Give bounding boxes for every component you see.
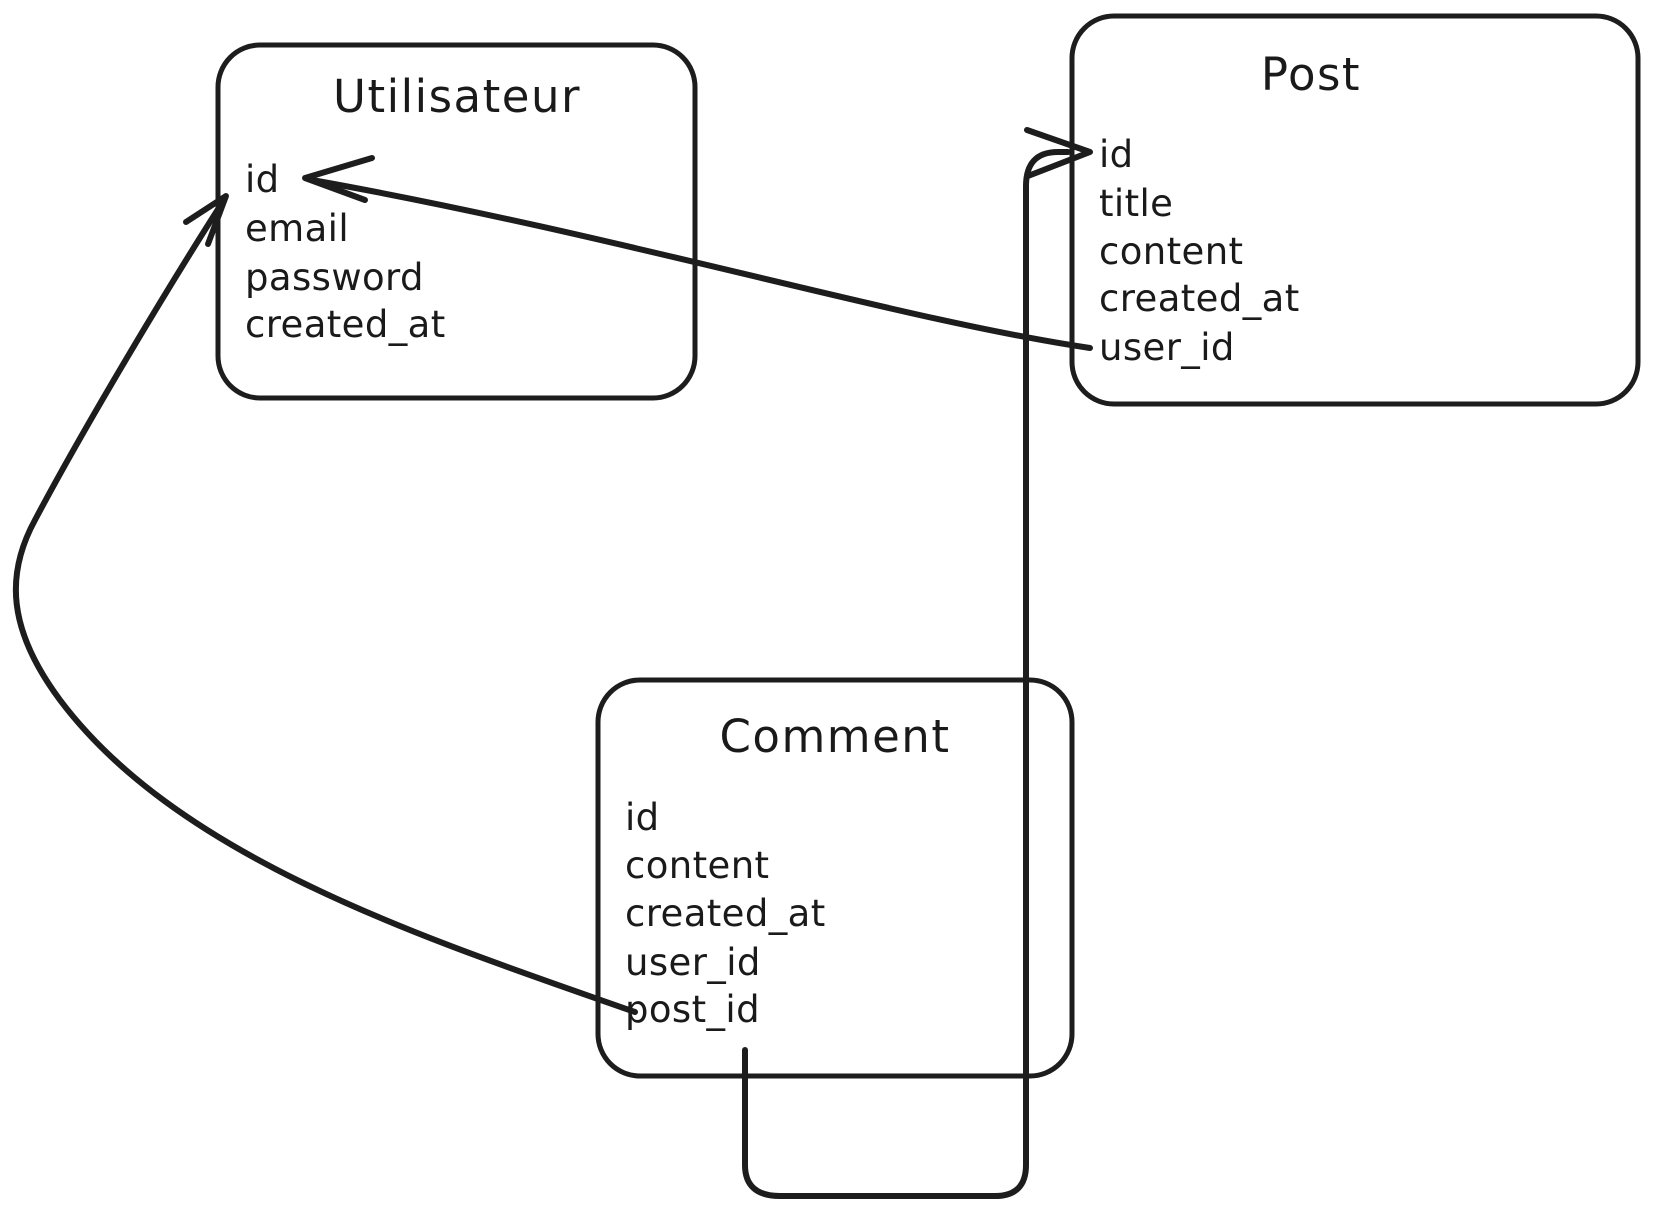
arrow-head-icon — [183, 193, 229, 247]
relation-line — [742, 149, 1071, 1199]
relation-comment-post-to-post — [742, 149, 1071, 1199]
arrow-head-icon — [302, 155, 375, 203]
entity-field: created_at — [1099, 277, 1300, 320]
entity-utilisateur[interactable]: Utilisateur id email password created_at — [215, 42, 698, 401]
entity-field: id — [625, 796, 660, 839]
relation-comment-post-arrow — [1024, 127, 1093, 179]
entity-field: title — [1099, 182, 1173, 225]
entity-field: created_at — [625, 892, 826, 935]
entity-field: password — [245, 256, 424, 299]
entity-field: email — [245, 207, 349, 250]
entity-field: content — [625, 844, 769, 887]
entity-title-post: Post — [1261, 48, 1361, 101]
relation-comment-user-to-utilisateur — [12, 193, 638, 1015]
relation-line — [309, 177, 1093, 351]
entity-post[interactable]: Post id title content created_at user_id — [1069, 13, 1641, 407]
entity-field: created_at — [245, 303, 446, 346]
arrow-head-icon — [1024, 127, 1093, 179]
entity-box-outline — [595, 677, 1075, 1079]
entity-comment[interactable]: Comment id content created_at user_id po… — [595, 677, 1075, 1079]
entity-field: user_id — [625, 941, 761, 984]
entity-box-outline — [215, 42, 698, 401]
relation-line — [12, 200, 638, 1015]
relation-post-user-to-utilisateur — [302, 155, 1093, 351]
entity-title-comment: Comment — [720, 710, 951, 763]
entity-field: id — [1099, 133, 1134, 176]
entity-field: user_id — [1099, 326, 1235, 369]
entity-box-outline — [1069, 13, 1641, 407]
entity-field: id — [245, 158, 280, 201]
entity-title-utilisateur: Utilisateur — [333, 70, 581, 123]
entity-field: content — [1099, 230, 1243, 273]
entity-field: post_id — [625, 988, 760, 1031]
